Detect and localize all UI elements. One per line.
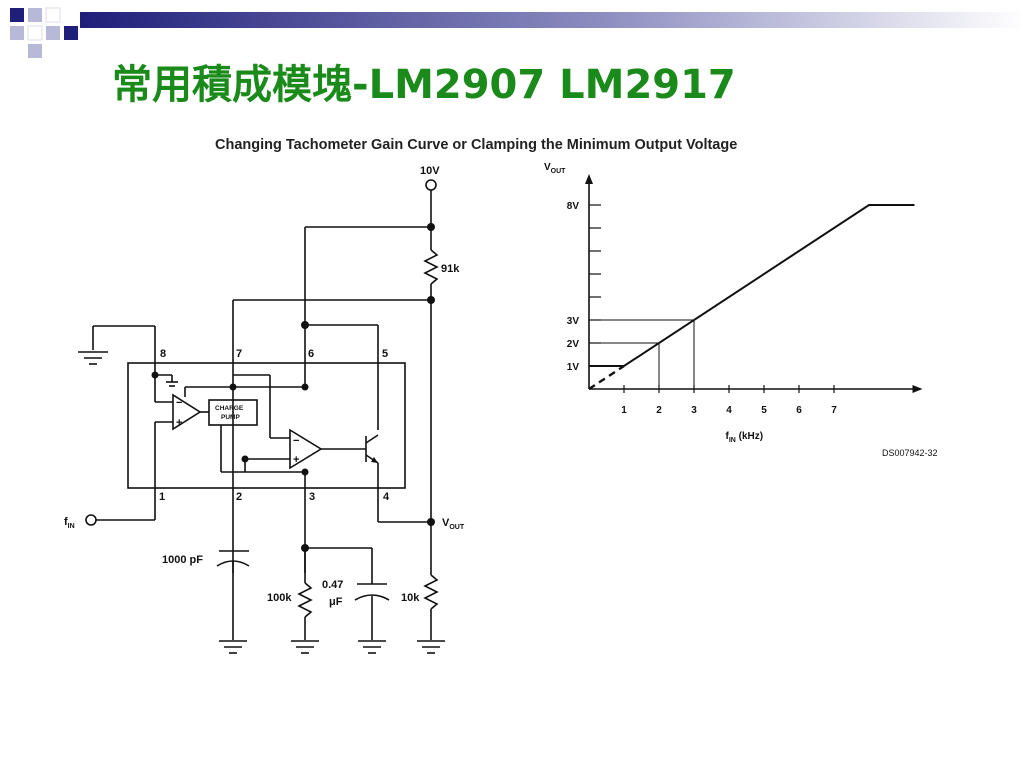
x-axis-label: fIN (kHz) [726, 431, 764, 444]
pin-label: 2 [236, 491, 242, 503]
junction-dot [301, 383, 309, 391]
junction-dot [427, 223, 435, 231]
charge-pump-label: PUMP [221, 414, 240, 421]
pin-label: 1 [159, 491, 165, 503]
ground-symbol [358, 640, 386, 654]
resistor-10k [423, 574, 439, 610]
pin-label: 8 [160, 348, 166, 360]
r-100k-label: 100k [267, 592, 292, 604]
minus-sign: − [176, 397, 182, 409]
y-axis-arrow [585, 174, 593, 184]
y-axis-label: VOUT [544, 162, 566, 175]
deco-square [28, 44, 42, 58]
junction-dot [301, 468, 309, 476]
y-tick-label: 8V [567, 201, 580, 212]
x-tick-label: 1 [621, 405, 627, 416]
junction-dot [427, 518, 435, 526]
deco-square [27, 25, 43, 41]
deco-square [45, 7, 61, 23]
output-opamp [289, 428, 323, 470]
slide-decoration [10, 7, 1024, 58]
vout-label: VOUT [442, 517, 465, 531]
x-tick-label: 6 [796, 405, 802, 416]
junction-dot [427, 296, 435, 304]
slide-title: 常用積成模塊-LM2907 LM2917 [112, 62, 736, 108]
ground-symbol [291, 640, 319, 654]
ground-symbol [219, 640, 247, 654]
cap2-unit: μF [329, 596, 343, 608]
pin-label: 5 [382, 348, 388, 360]
x-tick-label: 7 [831, 405, 837, 416]
y-tick-label: 1V [567, 362, 580, 373]
deco-square [64, 26, 78, 40]
figure-title: Changing Tachometer Gain Curve or Clampi… [215, 137, 738, 153]
cap2-label: 0.47 [322, 579, 343, 591]
pin-label: 7 [236, 348, 242, 360]
resistor-91k [423, 249, 439, 285]
resistor-100k [297, 582, 313, 618]
deco-bar [80, 12, 1024, 28]
deco-square [46, 26, 60, 40]
transistor-emitter-arrow [371, 457, 378, 463]
y-tick-label: 2V [567, 339, 580, 350]
x-tick-label: 2 [656, 405, 662, 416]
junction-dot [301, 321, 309, 329]
y-tick-label: 3V [567, 316, 580, 327]
junction-dot [229, 383, 237, 391]
reference-code: DS007942-32 [882, 448, 938, 458]
charge-pump-label: CHARGE [215, 405, 244, 412]
output-curve [589, 204, 915, 367]
plus-sign: + [293, 454, 299, 466]
plus-sign: + [176, 417, 182, 429]
cap1-label: 1000 pF [162, 554, 203, 566]
fin-terminal [85, 514, 97, 526]
r-10k-label: 10k [401, 592, 420, 604]
extrapolated-line [588, 364, 625, 391]
pin-label: 3 [309, 491, 315, 503]
deco-square [28, 8, 42, 22]
minus-sign: − [293, 435, 299, 447]
transfer-graph: 1 2 3 4 5 6 7 1V 2V 3V 8V VOUT fIN (kHz) DS007942-32 [544, 162, 938, 458]
pin-label: 4 [383, 491, 390, 503]
supply-terminal [425, 179, 437, 191]
x-axis-arrow [912, 385, 923, 393]
x-tick-label: 5 [761, 405, 767, 416]
r-top-label: 91k [441, 263, 460, 275]
junction-dot [151, 371, 159, 379]
ground-symbol [417, 640, 445, 654]
input-comparator [172, 393, 202, 431]
junction-dot [241, 455, 249, 463]
deco-square [10, 8, 24, 22]
deco-square [10, 26, 24, 40]
pin-label: 6 [308, 348, 314, 360]
ic-outline [127, 362, 406, 489]
x-tick-label: 4 [726, 405, 732, 416]
x-tick-label: 3 [691, 405, 697, 416]
junction-dot [301, 544, 309, 552]
fin-label: fIN [64, 516, 75, 530]
supply-label: 10V [420, 165, 440, 177]
